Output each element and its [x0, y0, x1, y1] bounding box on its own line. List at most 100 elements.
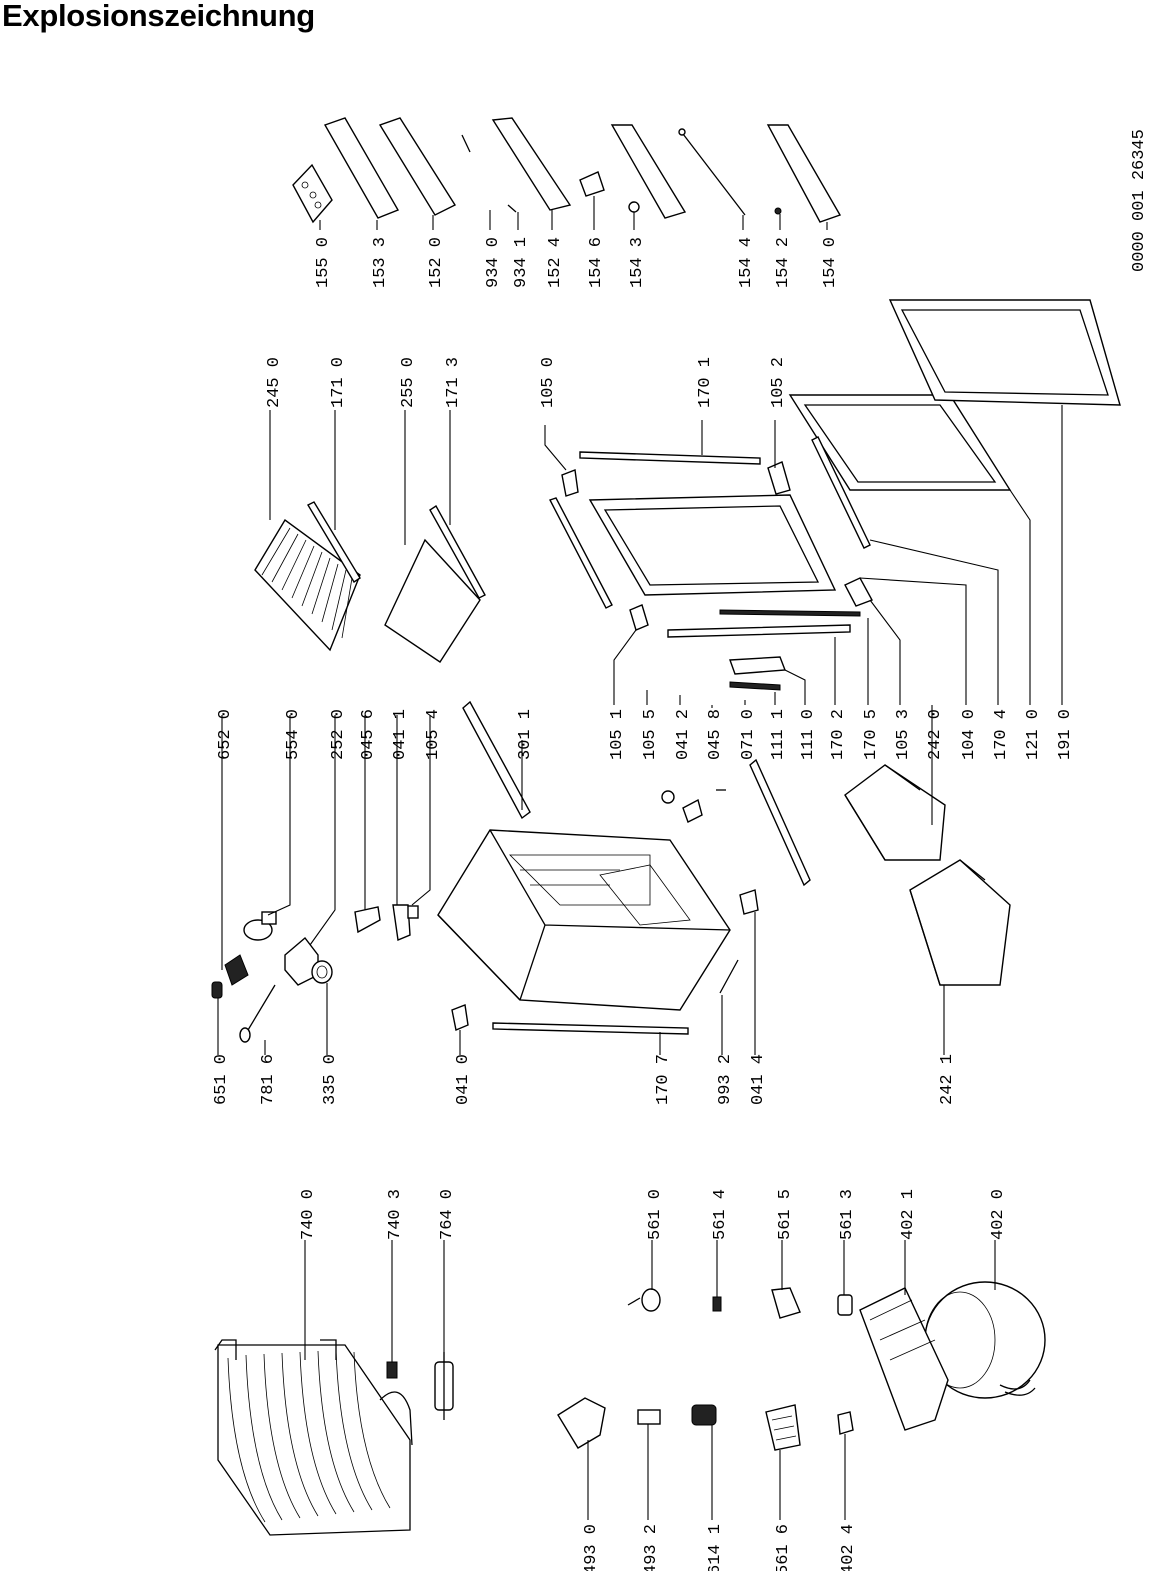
hinge-041-0 [451, 1004, 469, 1031]
trim-171-0 [307, 501, 361, 583]
part-label: 170 7 [654, 1054, 673, 1105]
part-label: 105 1 [608, 709, 627, 760]
trim-170-7 [492, 1022, 689, 1035]
clip-934-1 [507, 204, 517, 213]
part-label: 301 1 [516, 709, 535, 760]
clip-493-2 [637, 1409, 661, 1425]
door-shelf-154-0 [766, 124, 842, 223]
wire-993-2 [719, 959, 739, 994]
part-label: 252 0 [329, 709, 348, 760]
part-label: 561 3 [838, 1189, 857, 1240]
hinge-105-3 [844, 577, 874, 607]
trim-105-1-strip [549, 497, 613, 609]
part-label: 153 3 [371, 237, 390, 288]
cable-781-6 [239, 984, 276, 1043]
part-label: 191 0 [1056, 709, 1075, 760]
door-frame-inner [588, 494, 837, 596]
screw-154-3 [628, 201, 640, 213]
part-label: 152 0 [427, 237, 446, 288]
part-label: 651 0 [212, 1054, 231, 1105]
part-label: 041 0 [454, 1054, 473, 1105]
part-label: 105 3 [894, 709, 913, 760]
plug-561-3 [837, 1294, 853, 1316]
trim-171-3 [429, 504, 486, 599]
door-seal-191-0 [888, 299, 1121, 406]
part-label: 554 0 [284, 709, 303, 760]
part-label: 071 0 [739, 709, 758, 760]
part-label: 402 4 [839, 1524, 858, 1571]
part-label: 171 0 [329, 357, 348, 408]
part-label: 740 0 [299, 1189, 318, 1240]
pin-154-2 [774, 207, 782, 215]
thermostat-614-1 [691, 1404, 717, 1426]
bracket-045-6 [354, 906, 381, 934]
overload-561-6 [765, 1404, 801, 1451]
part-label: 154 0 [821, 237, 840, 288]
part-label: 154 3 [628, 237, 647, 288]
clip-154-6 [579, 171, 605, 197]
part-label: 111 1 [769, 709, 788, 760]
part-label: 105 0 [539, 357, 558, 408]
part-label: 934 0 [484, 237, 503, 288]
page-title: Explosionszeichnung [2, 0, 315, 33]
part-label: 105 2 [769, 357, 788, 408]
part-label: 154 4 [737, 237, 756, 288]
thermostat-knob-651-0 [211, 981, 223, 999]
bracket-561-5 [771, 1287, 801, 1319]
drawing-reference: 0000 001 26345 [1130, 129, 1149, 272]
leader-lines [217, 196, 1063, 1520]
part-label: 170 4 [992, 709, 1011, 760]
part-label: 402 1 [899, 1189, 918, 1240]
part-label: 335 0 [321, 1054, 340, 1105]
part-label: 402 0 [989, 1189, 1008, 1240]
door-shelf-153-3 [323, 117, 400, 219]
filter-drier-740-3 [386, 1361, 398, 1379]
part-label: 170 5 [862, 709, 881, 760]
hinge-105-0 [561, 469, 579, 497]
part-label: 155 0 [314, 237, 333, 288]
part-label: 111 0 [799, 709, 818, 760]
lamp-554-0 [243, 911, 277, 941]
clamp-402-4 [837, 1411, 854, 1435]
capillary-764-0 [434, 1352, 454, 1420]
part-label: 171 3 [444, 357, 463, 408]
part-label: 242 0 [926, 709, 945, 760]
rail-301-1 [462, 700, 531, 820]
hinge-105-2 [767, 461, 791, 495]
part-label: 561 0 [646, 1189, 665, 1240]
relay-561-0 [627, 1288, 661, 1312]
cap-105-4 [407, 905, 419, 919]
part-label: 105 5 [641, 709, 660, 760]
rod-154-4 [678, 128, 746, 216]
part-label: 121 0 [1024, 709, 1043, 760]
part-label: 104 0 [960, 709, 979, 760]
part-label: 781 6 [259, 1054, 278, 1105]
part-label: 154 6 [587, 237, 606, 288]
part-label: 614 1 [706, 1524, 725, 1571]
part-label: 152 4 [546, 237, 565, 288]
part-label: 041 4 [749, 1054, 768, 1105]
trim-170-4 [811, 436, 871, 549]
trim-170-1 [579, 451, 761, 465]
crisper-242-1 [909, 859, 1011, 986]
door-panel-121-0 [788, 394, 1012, 491]
lamp-assembly-652-0 [224, 954, 249, 986]
baseplate-402-1 [859, 1287, 949, 1431]
cap-105-5 [661, 790, 675, 804]
part-label: 045 6 [359, 709, 378, 760]
hinge-041-2 [682, 798, 703, 823]
part-label: 170 2 [829, 709, 848, 760]
door-shelf-152-4 [491, 117, 572, 211]
part-label: 561 6 [774, 1524, 793, 1571]
part-label: 993 2 [716, 1054, 735, 1105]
part-label: 154 2 [774, 237, 793, 288]
part-label: 242 1 [938, 1054, 957, 1105]
trim-170-5 [719, 609, 861, 617]
part-label: 561 5 [776, 1189, 795, 1240]
part-label: 764 0 [438, 1189, 457, 1240]
trim-170-2 [667, 624, 851, 638]
egg-tray-155-0 [292, 163, 333, 224]
part-label: 041 1 [391, 709, 410, 760]
part-label: 740 3 [386, 1189, 405, 1240]
